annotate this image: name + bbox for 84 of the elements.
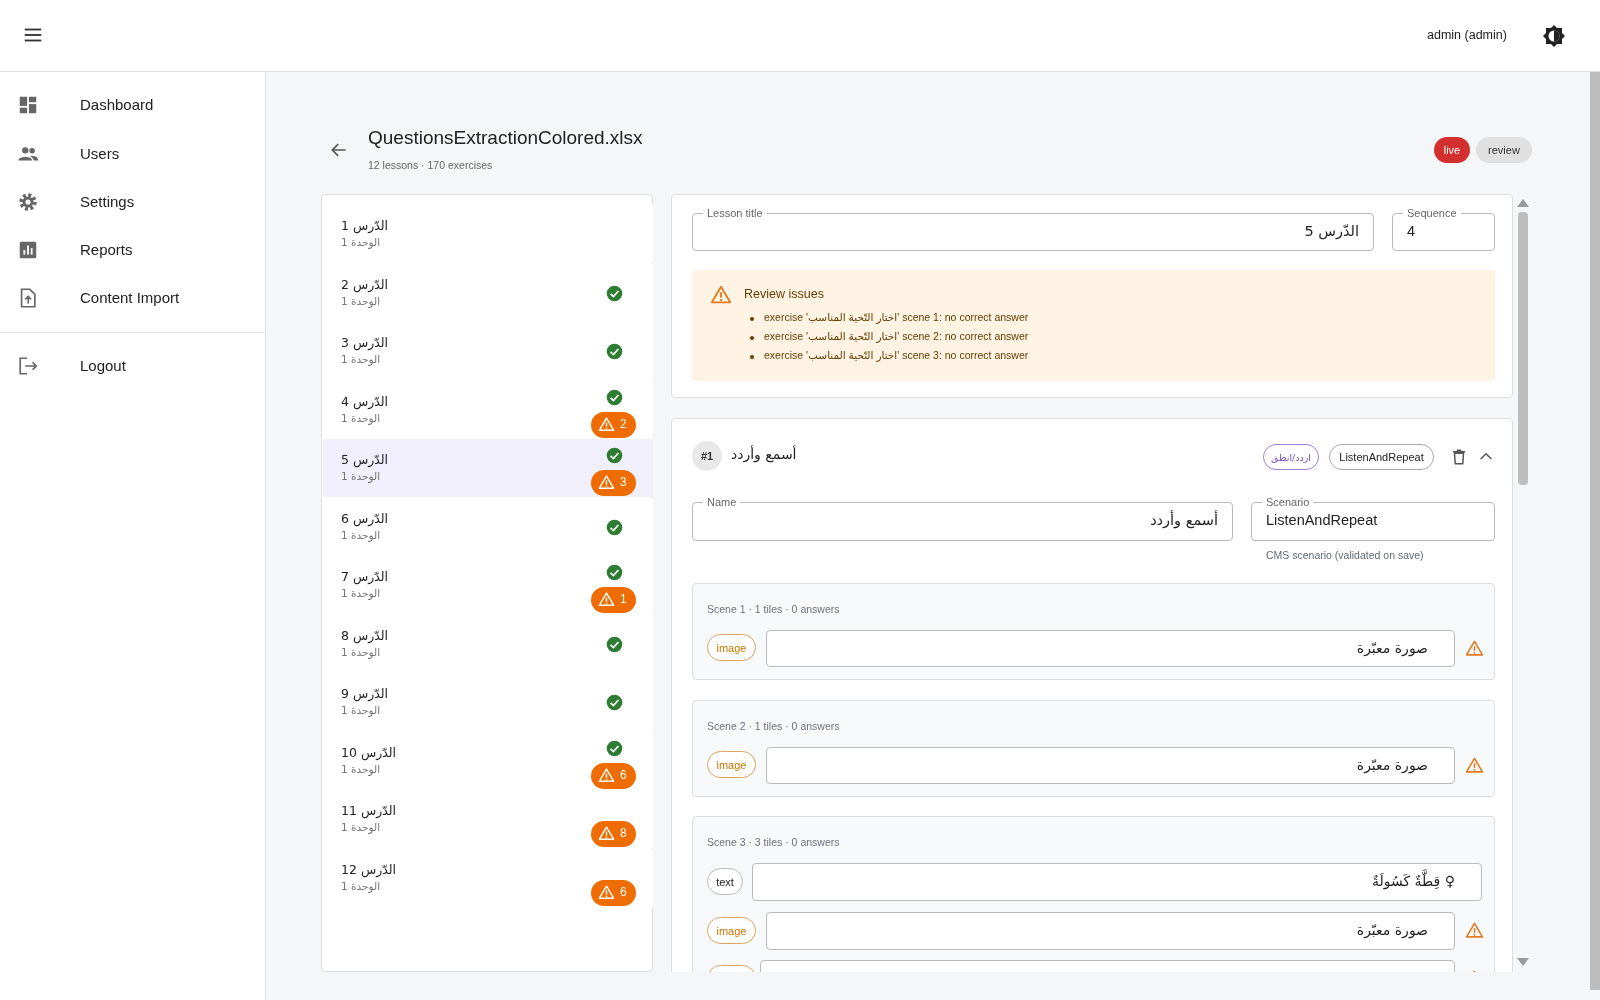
text-field [752,863,1482,901]
issue-text: exercise 'اختار التّحية المناسب' scene 2: no correct answer [764,330,1029,342]
issue-count: 3 [620,475,627,489]
list-item [323,439,653,497]
scene-summary: Scene 1 · 1 tiles · 0 answers [707,603,840,615]
scene-card [692,816,1495,972]
lesson-title: الدّرس 3 [341,335,389,350]
exercise-card [671,418,1513,972]
unit-name: الوحدة 1 [341,236,381,248]
lesson-title: الدّرس 2 [341,276,389,292]
warning-badge [591,879,636,906]
field-value: أسمع وأردد [1150,512,1218,528]
chip: review [1476,137,1532,163]
lesson-title: الدّرس 8 [341,627,389,643]
lesson-title: الدّرس 5 [341,452,389,467]
issue-count: 1 [620,592,627,606]
lesson-title: الدّرس 1 [341,218,389,233]
type-chip: image [707,917,756,944]
type-chip: image [707,751,756,778]
warning-badge [591,411,636,438]
chip: #1 [692,441,722,471]
type-chip: image [707,634,756,661]
field-value: صورة معبّرة [1356,757,1428,773]
lesson-title: الدّرس 7 [341,569,389,584]
issue-count: 6 [620,767,627,782]
warning-badge [591,762,636,789]
lesson-title: الدّرس 10 [341,744,397,760]
field-label: Sequence [1403,206,1461,220]
unit-name: الوحدة 1 [341,528,381,541]
helper-text: CMS scenario (validated on save) [1266,549,1424,561]
lesson-title: الدّرس 12 [341,861,397,877]
scene-summary: Scene 2 · 1 tiles · 0 answers [707,720,840,732]
field-value: صورة معبّرة [1356,640,1428,656]
field-label: Name [703,495,741,509]
unit-name: الوحدة 1 [341,762,381,775]
panel-heading: Review issues [744,287,824,301]
exercise-title: أسمع وأردد [731,446,797,462]
nav-link: Logout [80,357,126,374]
issue-text: exercise 'اختار التّحية المناسب' scene 3: no correct answer [764,349,1029,361]
field-value: ListenAndRepeat [1266,512,1378,528]
unit-name: الوحدة 1 [341,645,381,658]
user-name: admin (admin) [1427,28,1507,42]
editor-card [671,194,1513,398]
type-chip: text [707,868,743,895]
warning-panel [692,270,1495,381]
nav-link: Users [80,145,120,162]
warning-badge [591,821,636,847]
issue-count: 2 [620,416,627,431]
issue-count: 6 [620,884,627,899]
unit-name: الوحدة 1 [341,411,381,424]
lesson-title: الدّرس 11 [341,803,397,818]
nav-link: Settings [80,193,135,210]
issue-text: exercise 'اختار التّحية المناسب' scene 1: no correct answer [764,311,1029,323]
field-label: Lesson title [703,206,767,220]
warning-badge [591,470,636,496]
text-field [766,630,1455,667]
list-panel [321,194,653,972]
scene-card [692,700,1495,797]
unit-name: الوحدة 1 [341,704,381,716]
scene-card [692,583,1495,680]
text-field [766,912,1455,950]
warning-badge [591,587,636,613]
unit-name: الوحدة 1 [341,470,381,482]
field-value: 4 [1407,223,1416,239]
text-field [766,747,1455,784]
field-label: Scenario [1262,495,1314,509]
field-value: صورة معبّرة [1356,922,1428,938]
unit-name: الوحدة 1 [341,294,381,307]
lesson-title: الدّرس 9 [341,686,389,701]
issue-count: 8 [620,826,627,840]
field-value: الدّرس 5 [1304,223,1359,239]
nav-link: Reports [80,241,133,258]
scene-summary: Scene 3 · 3 tiles · 0 answers [707,836,840,848]
unit-name: الوحدة 1 [341,587,381,599]
chip: live [1434,137,1470,163]
nav-link: Content Import [80,289,180,306]
file-summary: 12 lessons · 170 exercises [368,159,493,171]
page-title: QuestionsExtractionColored.xlsx [368,127,643,149]
nav-link: Dashboard [80,96,154,113]
unit-name: الوحدة 1 [341,821,381,833]
lesson-title: الدّرس 4 [341,393,389,409]
unit-name: الوحدة 1 [341,879,381,892]
unit-name: الوحدة 1 [341,353,381,365]
lesson-title: الدّرس 6 [341,510,389,526]
